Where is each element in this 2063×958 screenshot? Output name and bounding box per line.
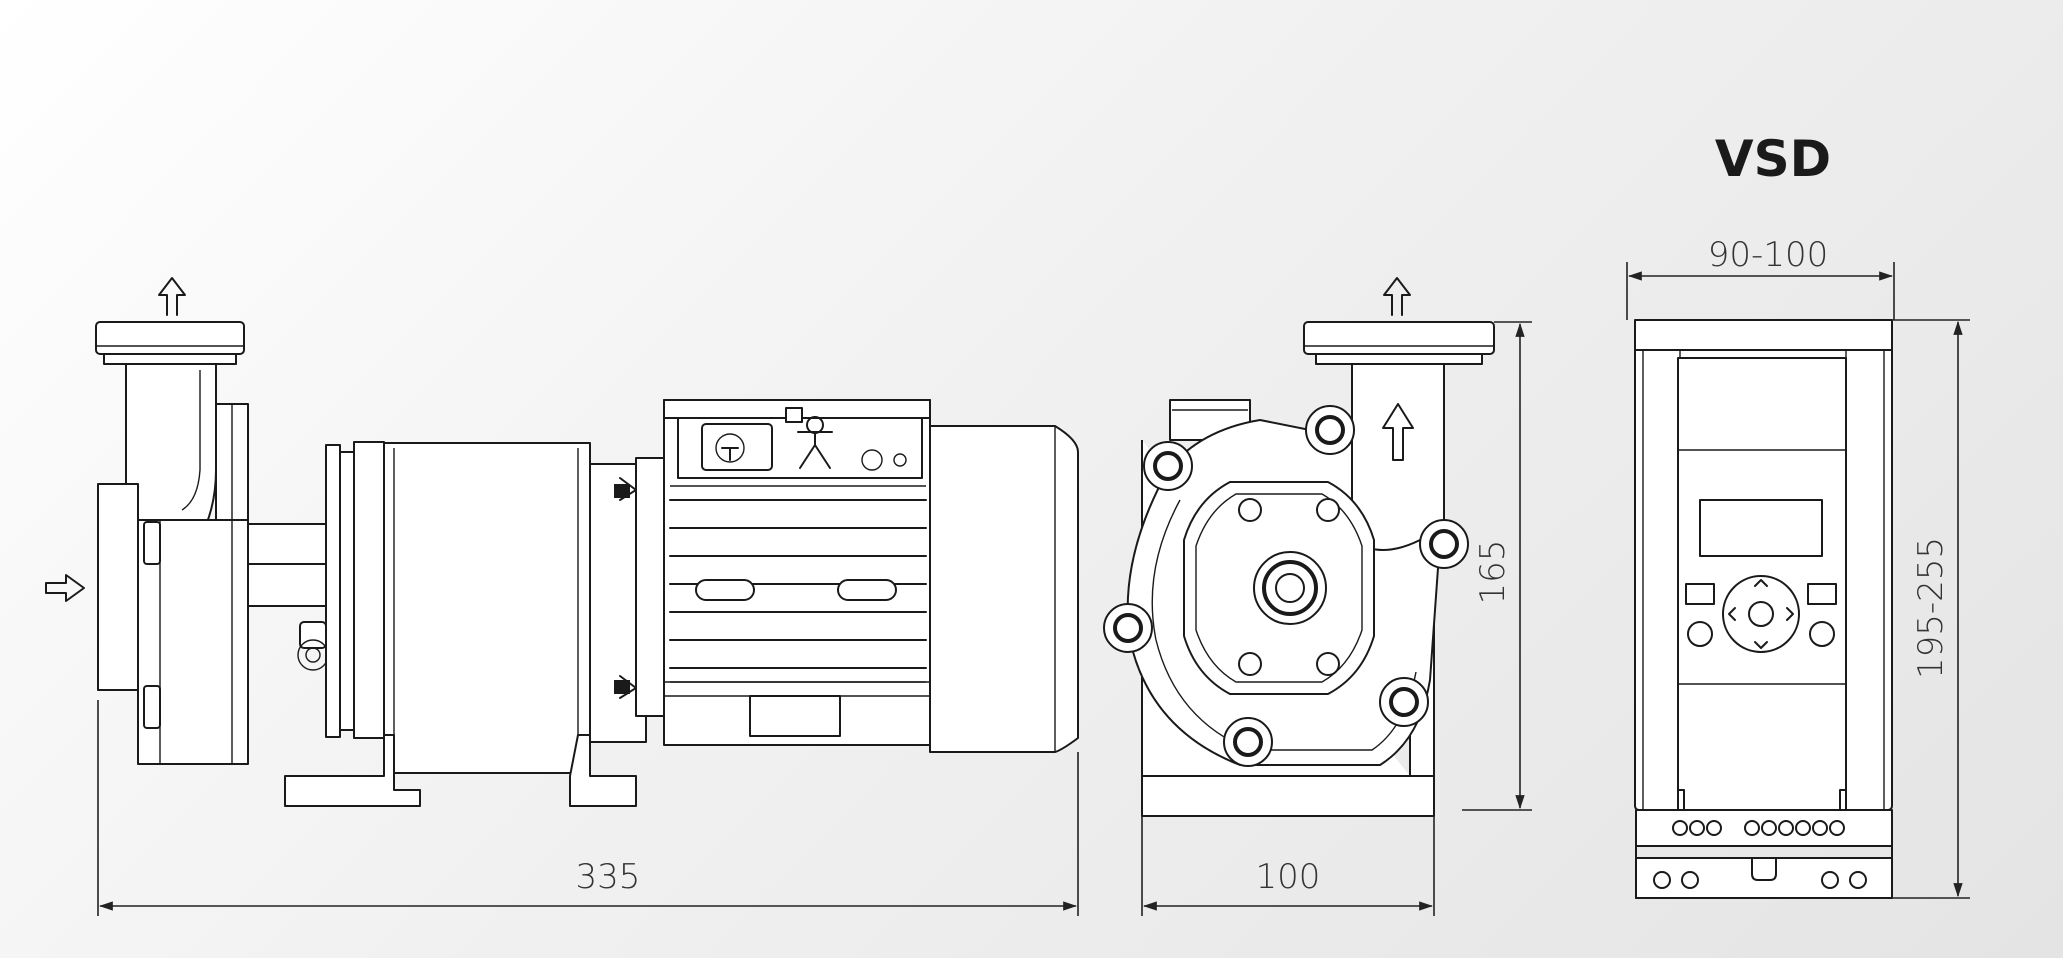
motor-bracket — [284, 441, 647, 807]
motor-body — [663, 399, 931, 746]
volute-bolts — [1103, 405, 1469, 767]
front-outlet-flow-arrow-icon — [1383, 277, 1411, 316]
vsd-navigation-dial[interactable] — [1722, 575, 1800, 653]
dial-up-arrow-icon — [1754, 579, 1768, 587]
pump-height-label: 165 — [1473, 540, 1513, 605]
pump-shaft — [247, 523, 337, 671]
earth-ground-icon — [797, 416, 833, 469]
pump-side-view — [45, 277, 1079, 807]
pump-volute — [97, 363, 249, 765]
front-outlet-neck — [1303, 321, 1495, 551]
vsd-title: VSD — [1715, 130, 1831, 188]
vsd-width-label: 90-100 — [1708, 235, 1828, 275]
vsd-drive — [1634, 319, 1893, 899]
front-inlet-plate — [1183, 481, 1375, 695]
pump-width-label: 100 — [1256, 857, 1321, 897]
vsd-height-label: 195-255 — [1911, 537, 1951, 679]
vsd-width-dimension: 90-100 — [1626, 235, 1895, 320]
vsd-left-soft-button[interactable] — [1685, 583, 1715, 605]
front-base — [1141, 775, 1435, 817]
dial-down-arrow-icon — [1754, 641, 1768, 649]
vsd-height-dimension: 195-255 — [1892, 319, 1970, 899]
dial-right-arrow-icon — [1786, 607, 1794, 621]
outlet-flow-arrow-icon — [158, 277, 186, 316]
pump-length-dimension: 335 — [97, 700, 1079, 916]
vsd-stop-button[interactable] — [1809, 621, 1835, 647]
inlet-flow-arrow-icon — [45, 574, 85, 602]
vsd-display-screen — [1699, 499, 1823, 557]
pump-length-label: 335 — [576, 857, 641, 897]
motor-fan-cover — [929, 425, 1079, 753]
pump-front-view — [1103, 277, 1495, 817]
terminal-screw-icon — [1672, 820, 1845, 836]
outlet-flange — [95, 321, 245, 365]
vsd-right-soft-button[interactable] — [1807, 583, 1837, 605]
pump-height-dimension: 165 — [1462, 321, 1532, 811]
pump-width-dimension: 100 — [1141, 816, 1435, 916]
vsd-start-button[interactable] — [1687, 621, 1713, 647]
dial-left-arrow-icon — [1728, 607, 1736, 621]
